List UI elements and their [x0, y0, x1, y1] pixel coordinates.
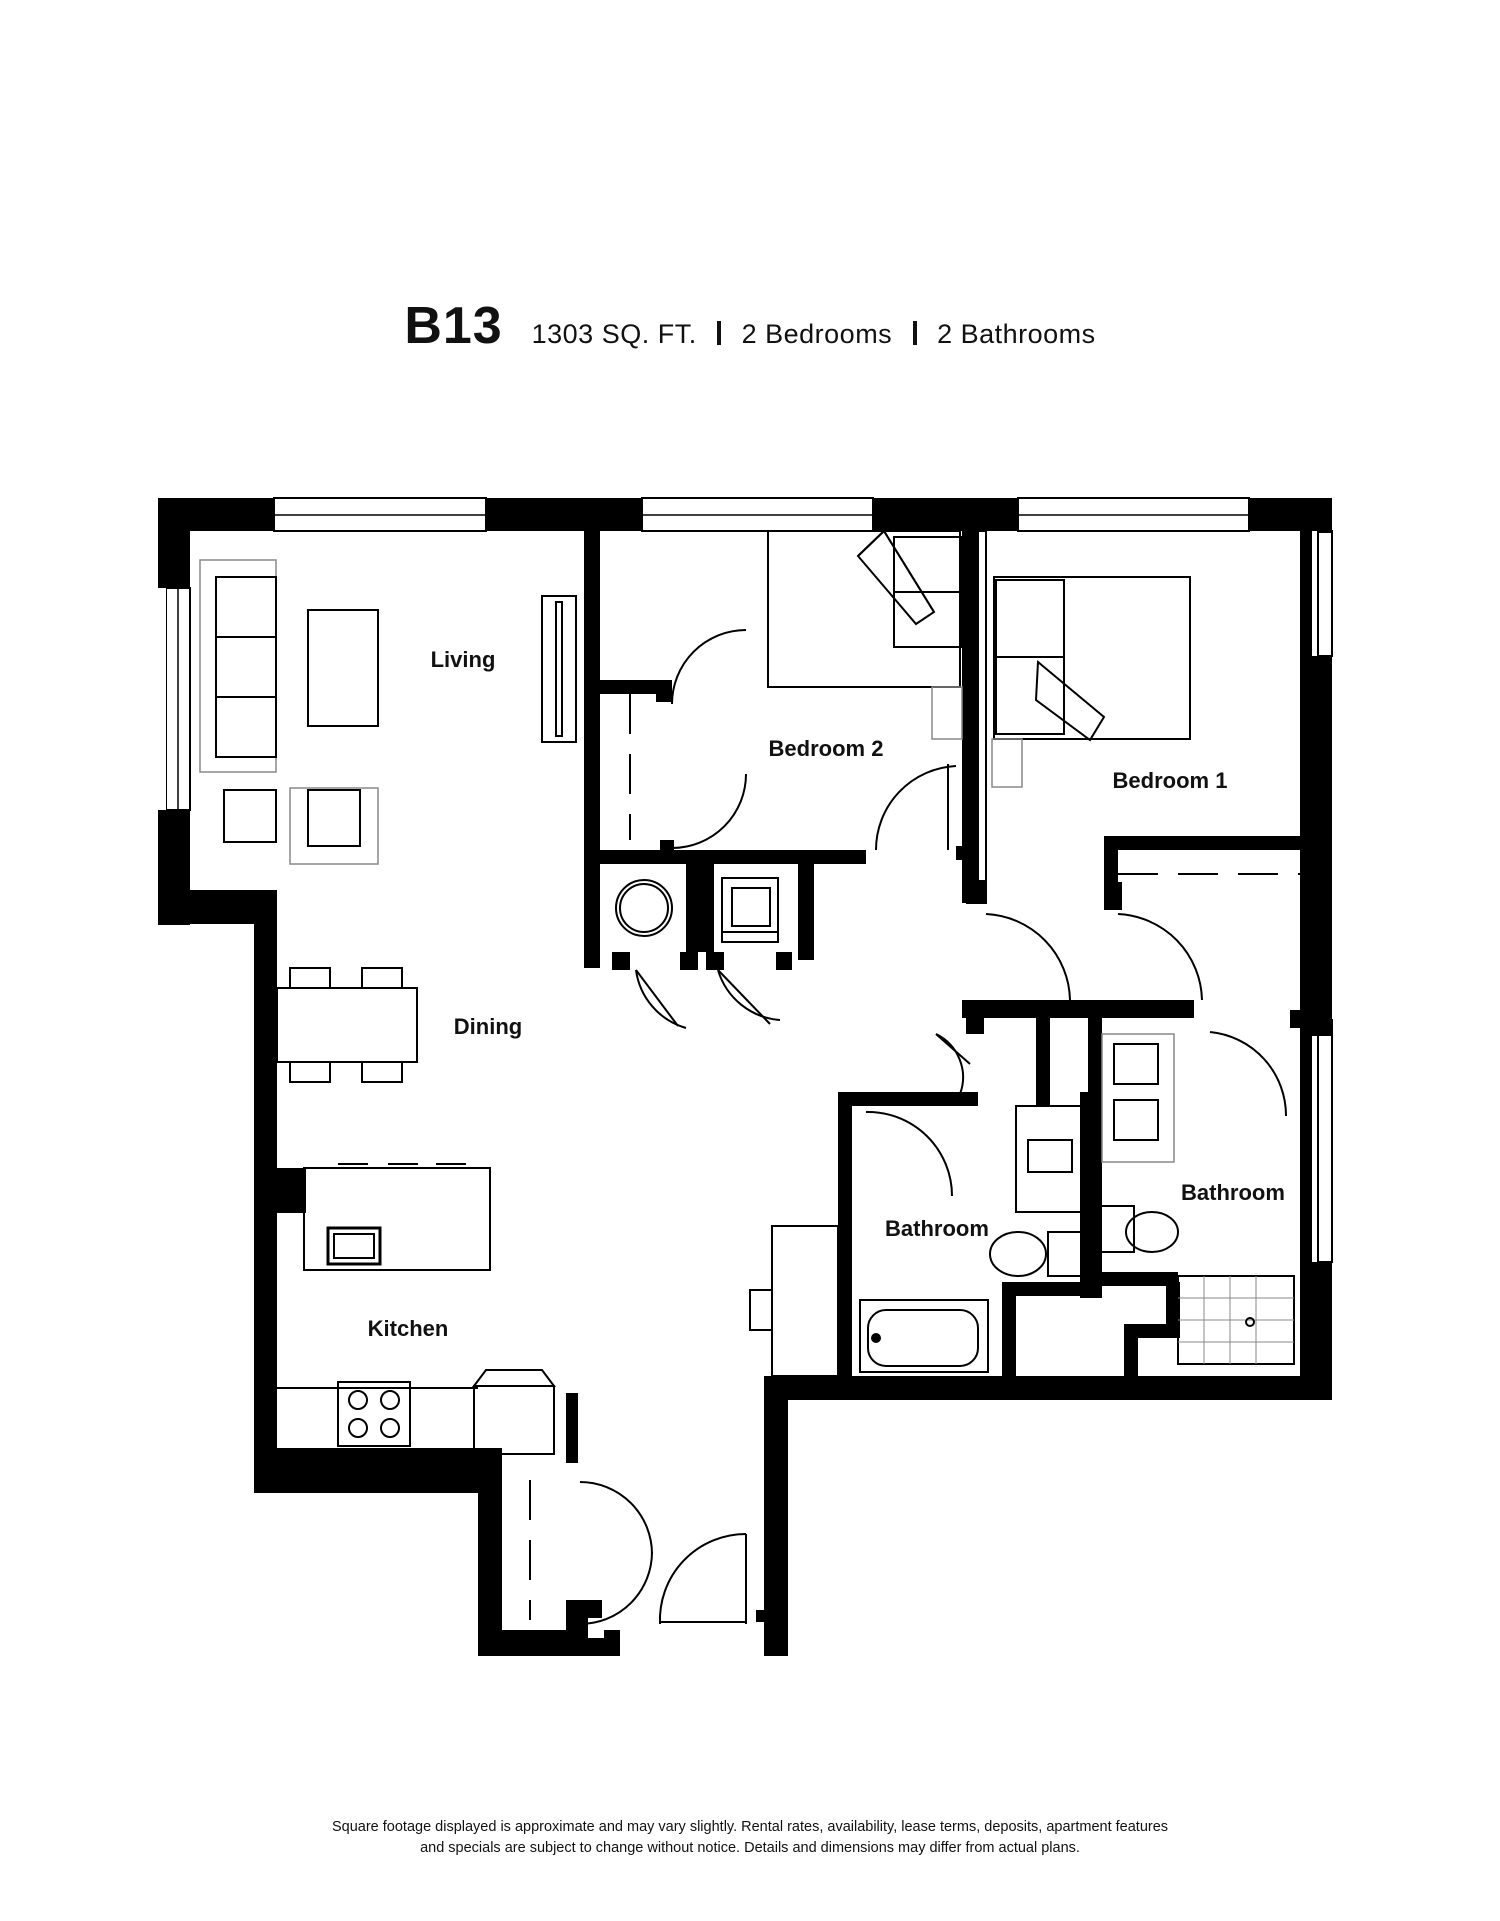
unit-header: B13 1303 SQ. FT. 2 Bedrooms 2 Bathrooms [0, 296, 1500, 356]
room-label-bathroom-a: Bathroom [885, 1216, 989, 1241]
room-label-kitchen: Kitchen [368, 1316, 449, 1341]
room-label-bathroom-b: Bathroom [1181, 1180, 1285, 1205]
separator [912, 321, 917, 345]
furniture [199, 529, 1300, 1620]
bedroom-count: 2 Bedrooms [741, 319, 893, 349]
room-label-dining: Dining [454, 1014, 522, 1039]
square-footage: 1303 SQ. FT. [531, 319, 697, 349]
door-openings [156, 588, 166, 810]
unit-code: B13 [404, 297, 503, 355]
disclaimer: Square footage displayed is approximate … [0, 1817, 1500, 1859]
disclaimer-line-2: and specials are subject to change witho… [420, 1840, 1080, 1856]
room-label-living: Living [431, 647, 496, 672]
room-label-bedroom-1: Bedroom 1 [1113, 768, 1228, 793]
room-label-bedroom-2: Bedroom 2 [769, 736, 884, 761]
door-swings [579, 629, 1288, 1625]
bathroom-count: 2 Bathrooms [937, 319, 1096, 349]
walls [158, 497, 1333, 1656]
separator [717, 321, 722, 345]
disclaimer-line-1: Square footage displayed is approximate … [331, 1819, 1169, 1835]
